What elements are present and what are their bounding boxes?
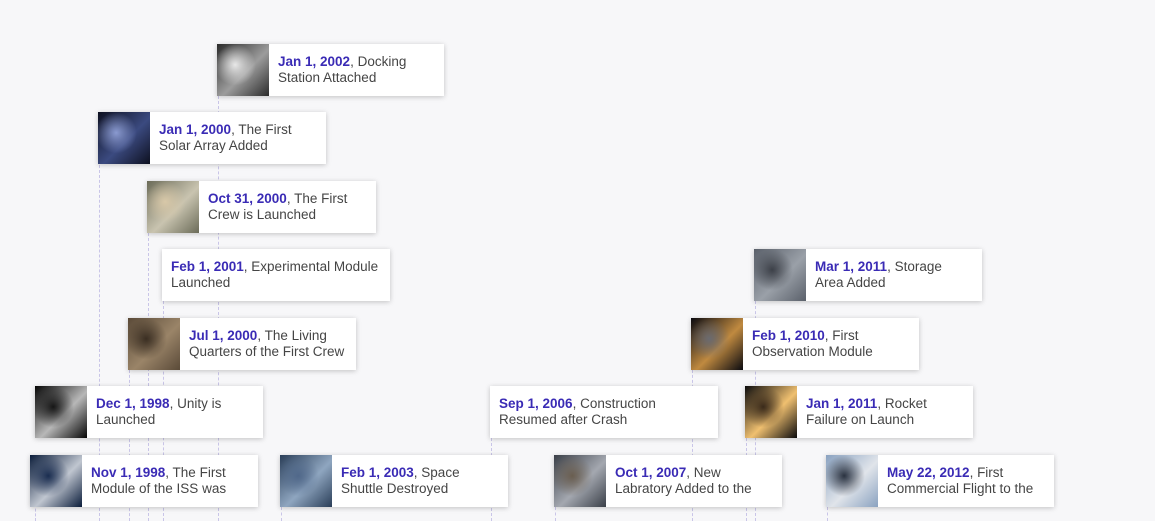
event-title: , Rocket Failure on Launch bbox=[806, 396, 927, 427]
event-date: Feb 1, 2003 bbox=[341, 465, 414, 480]
timeline-event-observation-module[interactable]: Feb 1, 2010, First Observation Module bbox=[691, 318, 919, 370]
event-photo bbox=[826, 455, 878, 507]
event-caption: May 22, 2012, First Commercial Flight to… bbox=[878, 465, 1054, 497]
event-title: , The Living Quarters of the First Crew bbox=[189, 328, 345, 359]
event-title: , Experimental Module Launched bbox=[171, 259, 379, 290]
timeline-event-shuttle-destroyed[interactable]: Feb 1, 2003, Space Shuttle Destroyed bbox=[280, 455, 508, 507]
event-caption: Feb 1, 2003, Space Shuttle Destroyed bbox=[332, 465, 508, 497]
event-photo bbox=[147, 181, 199, 233]
event-caption: Nov 1, 1998, The First Module of the ISS… bbox=[82, 465, 258, 497]
timeline-guide bbox=[218, 96, 219, 521]
timeline-guide bbox=[99, 165, 100, 521]
timeline-event-experimental-module[interactable]: Feb 1, 2001, Experimental Module Launche… bbox=[162, 249, 390, 301]
event-photo bbox=[280, 455, 332, 507]
timeline-event-storage-area[interactable]: Mar 1, 2011, Storage Area Added bbox=[754, 249, 982, 301]
event-caption: Feb 1, 2001, Experimental Module Launche… bbox=[162, 259, 390, 291]
event-photo bbox=[128, 318, 180, 370]
event-date: Mar 1, 2011 bbox=[815, 259, 888, 274]
timeline-guide bbox=[555, 507, 556, 521]
timeline-event-construction-resumed[interactable]: Sep 1, 2006, Construction Resumed after … bbox=[490, 386, 718, 438]
timeline-event-living-quarters[interactable]: Jul 1, 2000, The Living Quarters of the … bbox=[128, 318, 356, 370]
event-title: , First Commercial Flight to the bbox=[887, 465, 1034, 496]
event-photo bbox=[754, 249, 806, 301]
event-photo bbox=[30, 455, 82, 507]
event-photo bbox=[554, 455, 606, 507]
event-date: Jan 1, 2011 bbox=[806, 396, 878, 411]
timeline-guide bbox=[827, 507, 828, 521]
event-photo bbox=[745, 386, 797, 438]
timeline-event-solar-array[interactable]: Jan 1, 2000, The First Solar Array Added bbox=[98, 112, 326, 164]
timeline-event-docking-station[interactable]: Jan 1, 2002, Docking Station Attached bbox=[217, 44, 444, 96]
event-caption: Oct 31, 2000, The First Crew is Launched bbox=[199, 191, 376, 223]
event-title: , Storage Area Added bbox=[815, 259, 942, 290]
event-caption: Jul 1, 2000, The Living Quarters of the … bbox=[180, 328, 356, 360]
event-date: Oct 1, 2007 bbox=[615, 465, 687, 480]
event-date: Jan 1, 2002 bbox=[278, 54, 351, 69]
timeline-event-commercial-flight[interactable]: May 22, 2012, First Commercial Flight to… bbox=[826, 455, 1054, 507]
event-caption: Oct 1, 2007, New Labratory Added to the bbox=[606, 465, 782, 497]
event-photo bbox=[35, 386, 87, 438]
event-photo bbox=[217, 44, 269, 96]
event-title: , The First Module of the ISS was bbox=[91, 465, 227, 496]
timeline-guide bbox=[129, 370, 130, 521]
event-caption: Sep 1, 2006, Construction Resumed after … bbox=[490, 396, 718, 428]
timeline-event-first-crew[interactable]: Oct 31, 2000, The First Crew is Launched bbox=[147, 181, 376, 233]
timeline-guide bbox=[148, 233, 149, 521]
event-caption: Jan 1, 2002, Docking Station Attached bbox=[269, 54, 444, 86]
event-title: , The First Crew is Launched bbox=[208, 191, 348, 222]
event-caption: Jan 1, 2000, The First Solar Array Added bbox=[150, 122, 326, 154]
timeline-event-first-module[interactable]: Nov 1, 1998, The First Module of the ISS… bbox=[30, 455, 258, 507]
timeline-event-unity[interactable]: Dec 1, 1998, Unity is Launched bbox=[35, 386, 263, 438]
event-title: , The First Solar Array Added bbox=[159, 122, 292, 153]
event-photo bbox=[691, 318, 743, 370]
event-date: Sep 1, 2006 bbox=[499, 396, 573, 411]
event-date: Jan 1, 2000 bbox=[159, 122, 232, 137]
event-date: Feb 1, 2001 bbox=[171, 259, 244, 274]
event-date: Oct 31, 2000 bbox=[208, 191, 287, 206]
event-caption: Dec 1, 1998, Unity is Launched bbox=[87, 396, 263, 428]
timeline-guide bbox=[281, 507, 282, 521]
event-title: , Docking Station Attached bbox=[278, 54, 407, 85]
event-title: , Space Shuttle Destroyed bbox=[341, 465, 460, 496]
event-caption: Feb 1, 2010, First Observation Module bbox=[743, 328, 919, 360]
event-title: , First Observation Module bbox=[752, 328, 873, 359]
event-caption: Jan 1, 2011, Rocket Failure on Launch bbox=[797, 396, 973, 428]
event-date: Jul 1, 2000 bbox=[189, 328, 258, 343]
timeline-event-new-laboratory[interactable]: Oct 1, 2007, New Labratory Added to the bbox=[554, 455, 782, 507]
event-title: , Construction Resumed after Crash bbox=[499, 396, 656, 427]
event-date: Dec 1, 1998 bbox=[96, 396, 170, 411]
timeline-guide bbox=[692, 370, 693, 521]
event-title: , New Labratory Added to the bbox=[615, 465, 752, 496]
event-caption: Mar 1, 2011, Storage Area Added bbox=[806, 259, 982, 291]
event-date: Nov 1, 1998 bbox=[91, 465, 166, 480]
event-photo bbox=[98, 112, 150, 164]
event-date: Feb 1, 2010 bbox=[752, 328, 825, 343]
event-title: , Unity is Launched bbox=[96, 396, 222, 427]
timeline-event-rocket-failure[interactable]: Jan 1, 2011, Rocket Failure on Launch bbox=[745, 386, 973, 438]
event-date: May 22, 2012 bbox=[887, 465, 970, 480]
